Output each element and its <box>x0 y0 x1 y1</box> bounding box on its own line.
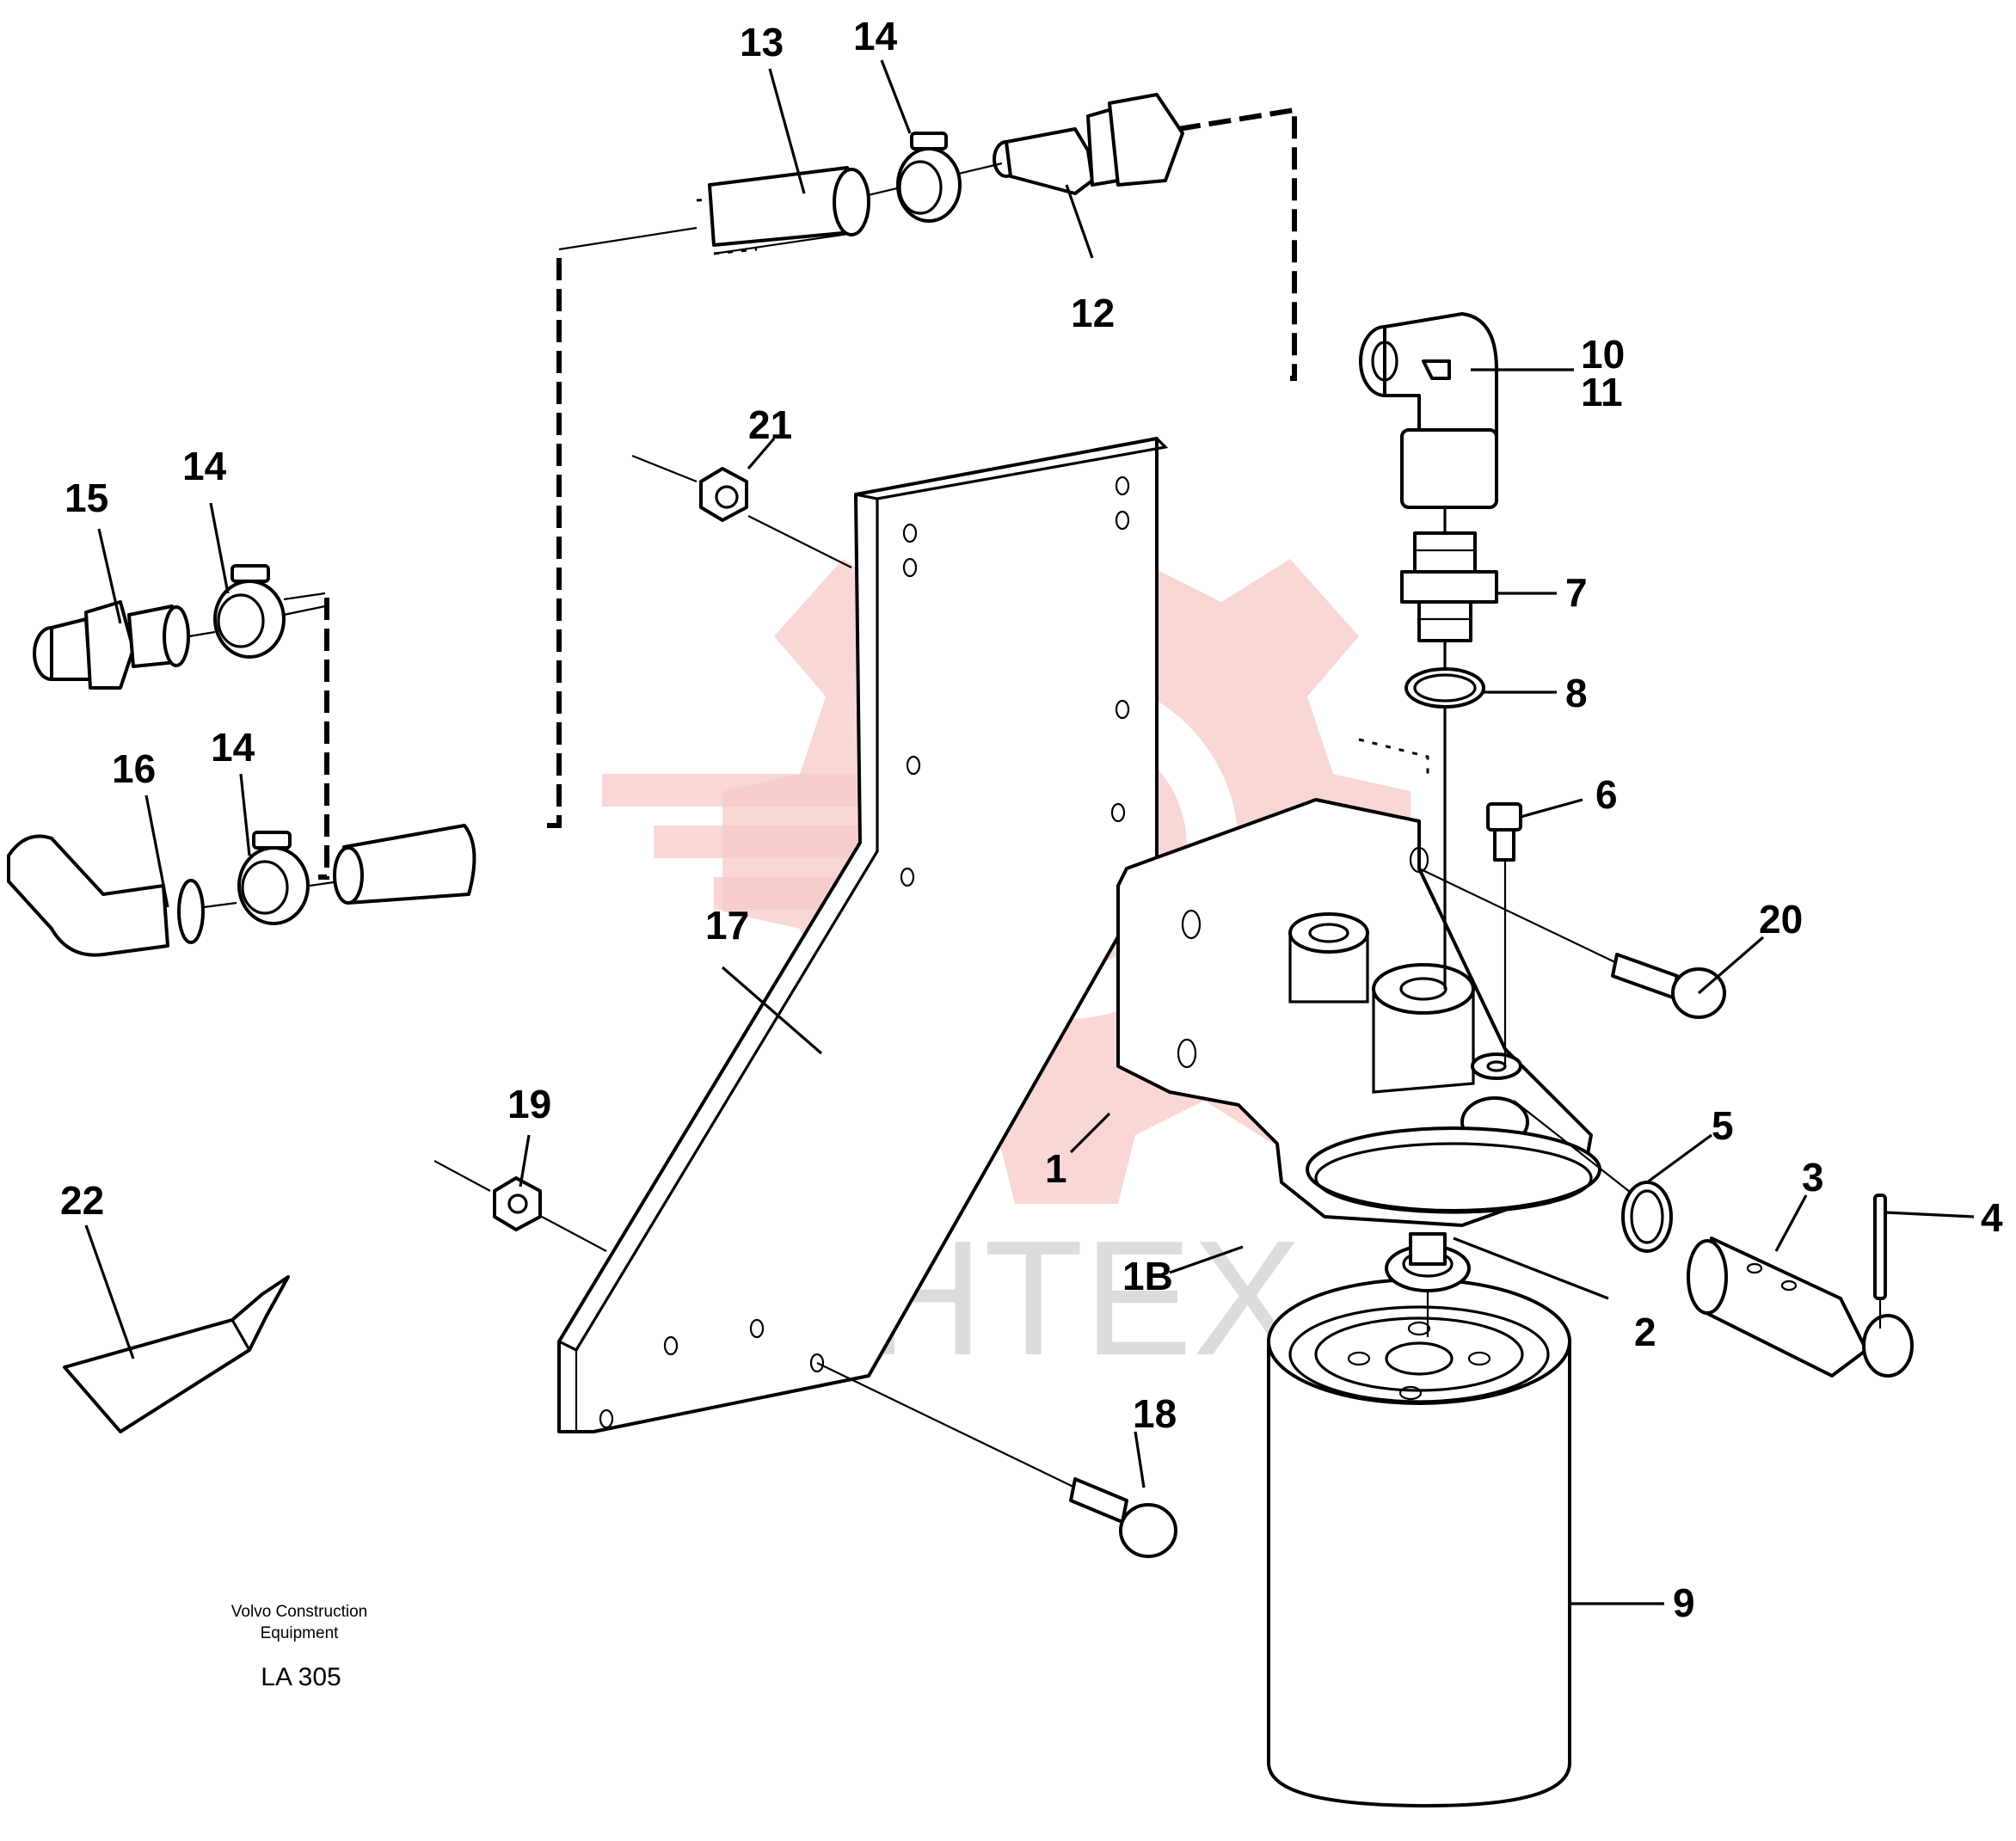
caption-code: LA 305 <box>261 1663 341 1691</box>
elbow-fitting <box>1359 312 1498 509</box>
o-ring-8 <box>1404 667 1485 709</box>
callout-14-upper-left: 14 <box>182 444 227 488</box>
sealant-tube-22 <box>63 1275 290 1433</box>
callout-2: 2 <box>1634 1310 1656 1354</box>
caption-maker-line1: Volvo Construction <box>231 1603 367 1621</box>
callout-6: 6 <box>1595 772 1618 817</box>
callout-17: 17 <box>705 903 749 948</box>
bracket-plate <box>557 437 1169 1433</box>
callout-labels: 13 14 12 10 11 7 8 6 20 5 3 4 9 1 1B 2 1… <box>60 14 2003 1625</box>
pin-4 <box>1873 1194 1887 1300</box>
callout-7: 7 <box>1565 570 1588 615</box>
adapter-nipple <box>1400 531 1498 642</box>
hose-nipple-12 <box>864 93 1184 198</box>
callout-16: 16 <box>112 746 156 791</box>
callout-14-lower-left: 14 <box>211 725 255 770</box>
callout-9: 9 <box>1673 1580 1695 1625</box>
hose-nipple-15 <box>33 600 326 690</box>
cap-screw-6 <box>1486 802 1522 862</box>
hose-clamp-14-upper-left <box>213 564 286 659</box>
hose-clamp-14-top <box>896 132 962 223</box>
callout-8: 8 <box>1565 671 1588 715</box>
filter-head <box>1116 798 1601 1227</box>
callout-22: 22 <box>60 1178 104 1223</box>
callout-11: 11 <box>1581 370 1623 414</box>
callout-21: 21 <box>748 402 792 447</box>
callout-12: 12 <box>1071 291 1115 335</box>
hose-clamp-14-lower-left <box>237 831 310 925</box>
pin-3 <box>1701 1237 1868 1378</box>
callout-1: 1 <box>1045 1146 1067 1191</box>
bracket-holes <box>599 476 1130 1429</box>
hose-13 <box>708 166 870 247</box>
callout-15: 15 <box>65 476 108 520</box>
callout-4: 4 <box>1981 1195 2003 1240</box>
hose-lower <box>333 824 476 905</box>
callout-14-top: 14 <box>853 14 898 58</box>
caption-maker-line2: Equipment <box>261 1624 340 1642</box>
callout-5: 5 <box>1712 1103 1734 1148</box>
callout-20: 20 <box>1759 897 1803 942</box>
center-nipple <box>1385 1232 1471 1337</box>
callout-10: 10 <box>1581 332 1625 377</box>
callout-18: 18 <box>1133 1391 1177 1436</box>
nut-19 <box>433 1160 607 1252</box>
callout-19: 19 <box>507 1082 551 1126</box>
callout-13: 13 <box>740 20 784 64</box>
nut-21 <box>631 454 852 568</box>
callout-3: 3 <box>1802 1155 1824 1200</box>
oil-filter <box>1267 1278 1571 1807</box>
leader-lines <box>84 59 1975 1605</box>
bolt-18 <box>816 1362 1177 1558</box>
caption-block: Volvo Construction Equipment LA 305 <box>231 1603 367 1691</box>
callout-1b: 1B <box>1122 1254 1173 1298</box>
pin-assembly <box>1513 1100 1914 1378</box>
